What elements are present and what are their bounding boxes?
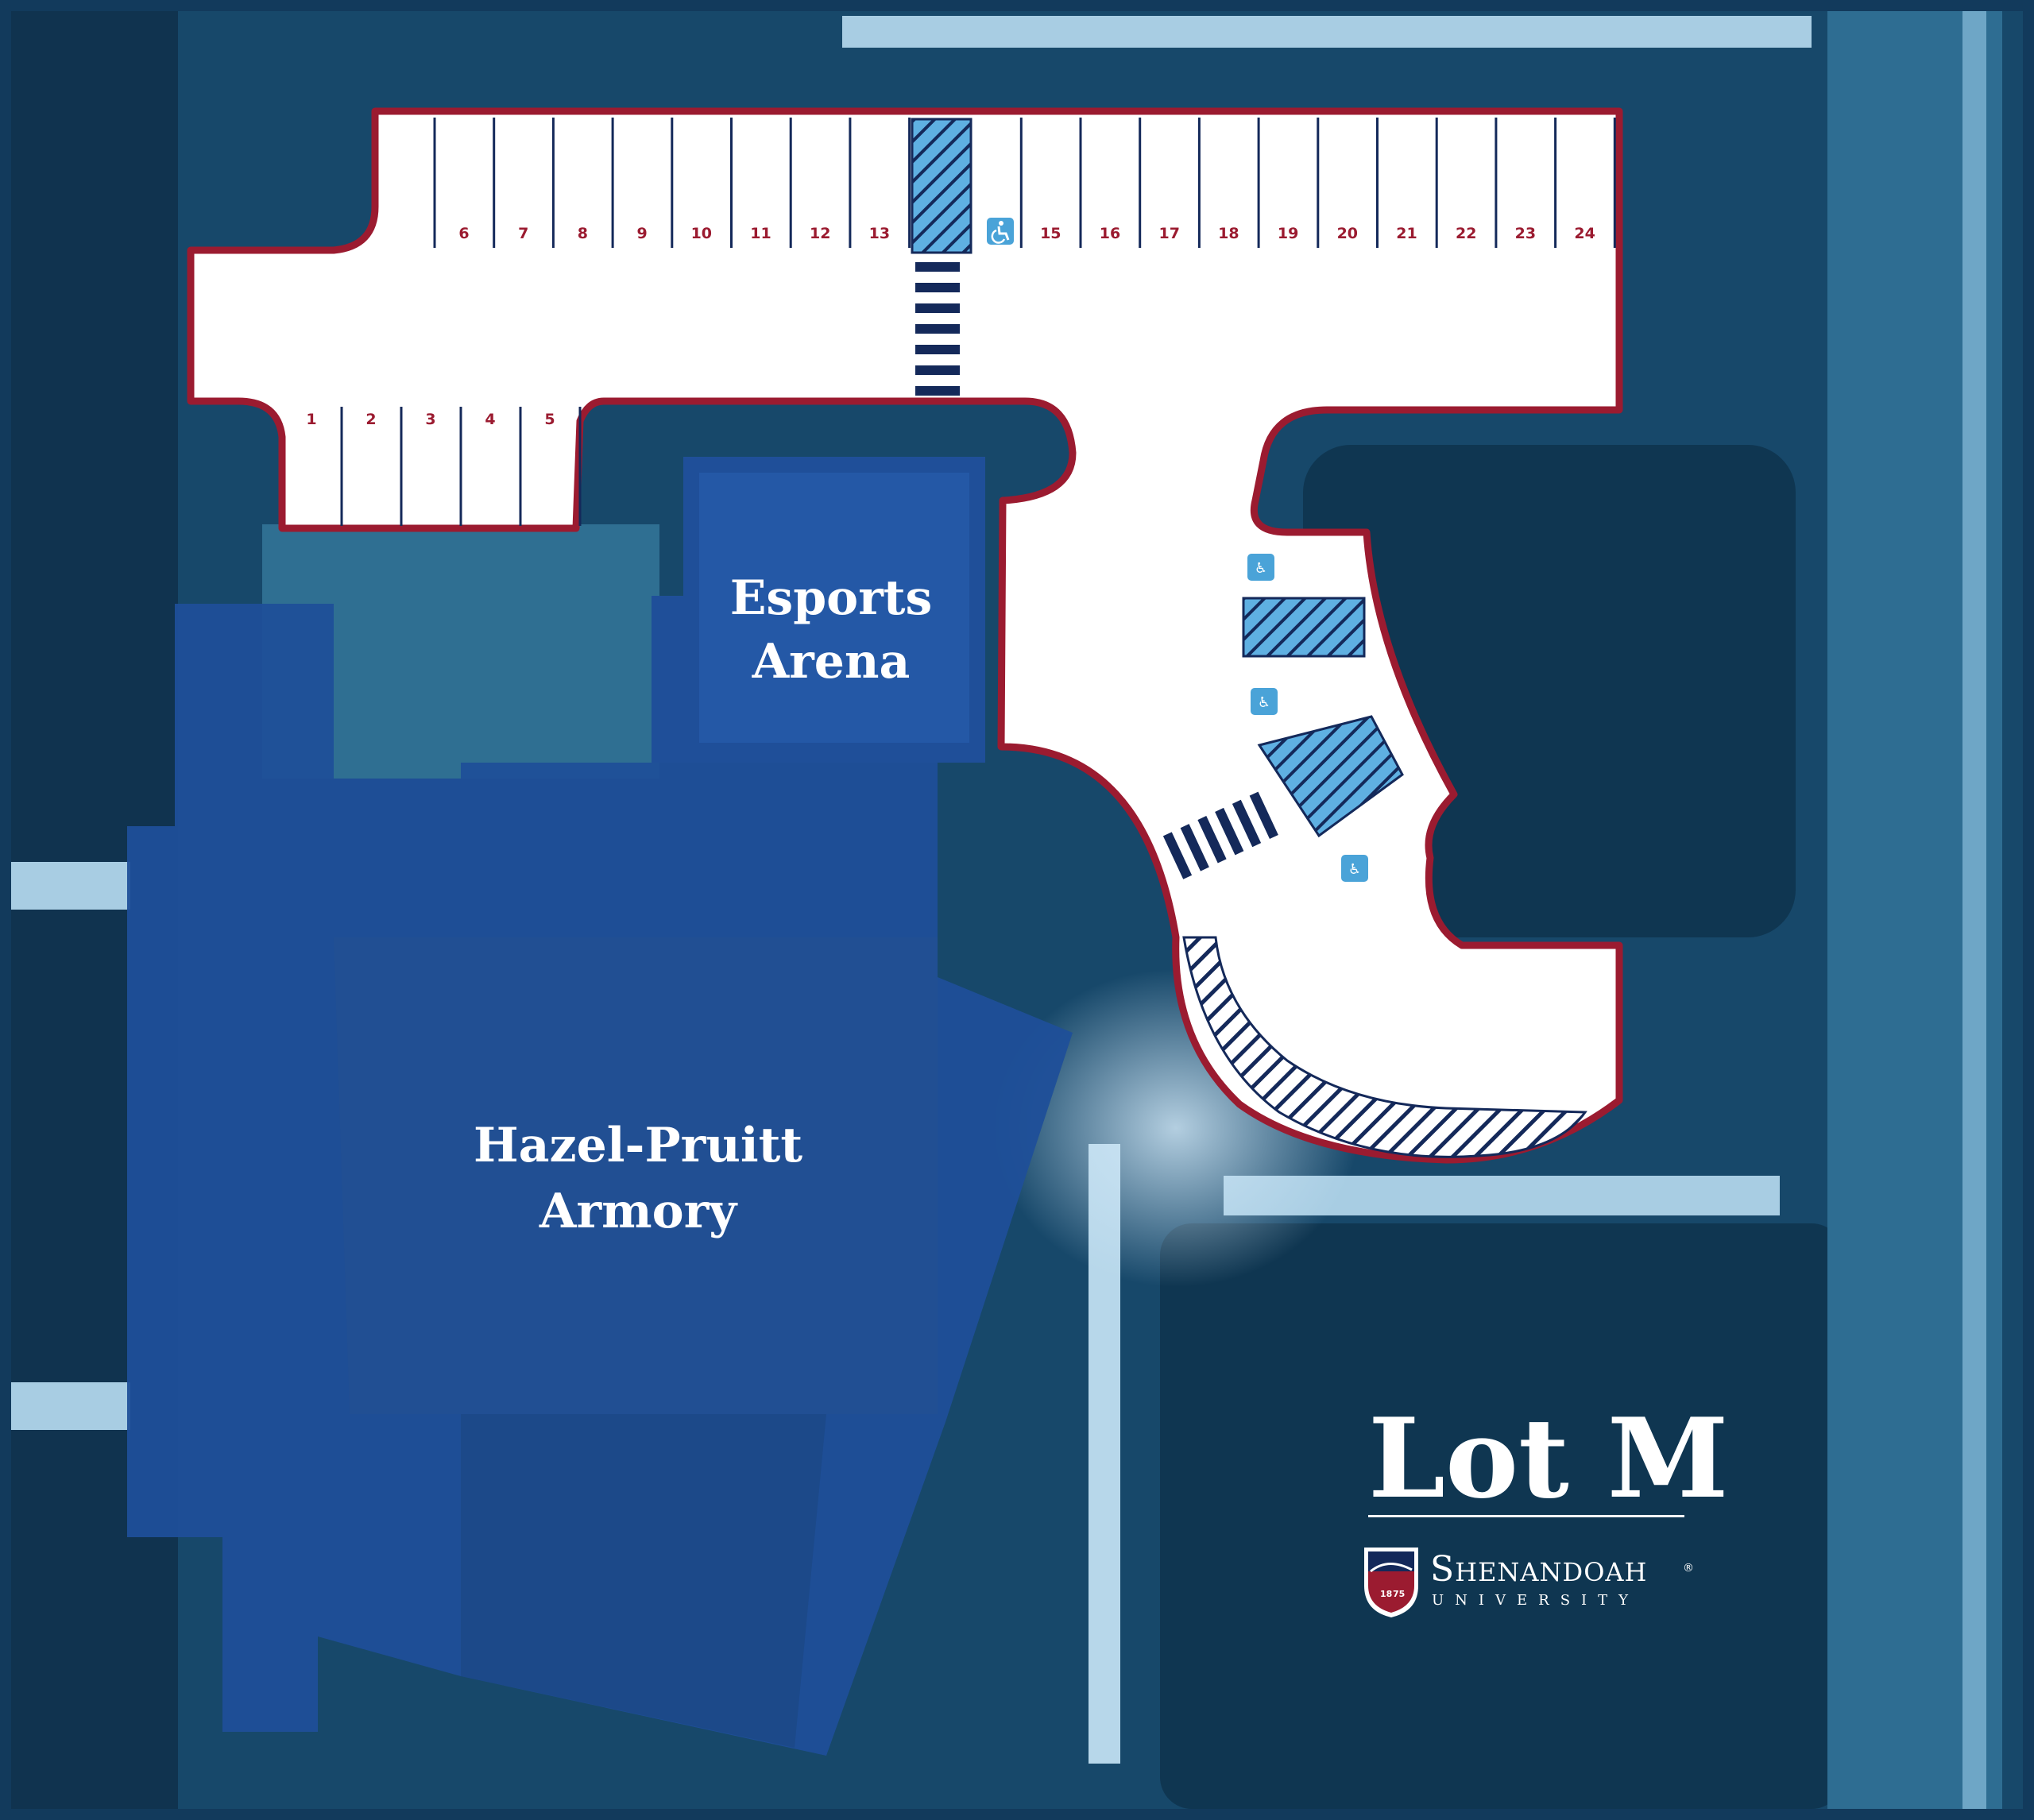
stall-number: 3 (425, 411, 435, 428)
no-parking-zone (1182, 936, 1587, 1158)
stall-number: 15 (1040, 225, 1061, 242)
stall-number: 24 (1574, 225, 1595, 242)
road-edge (1962, 11, 1986, 1809)
stall-number: 11 (750, 225, 771, 242)
stall-number: 8 (578, 225, 588, 242)
armory-label-line1: Hazel-Pruitt (474, 1118, 802, 1173)
stall-number: 2 (365, 411, 376, 428)
stall-number: 12 (810, 225, 830, 242)
armory-building (127, 604, 1073, 1756)
svg-text:♿: ♿ (1348, 861, 1361, 878)
title-divider (1368, 1515, 1684, 1517)
stall-number: 22 (1456, 225, 1476, 242)
stall-number: 10 (691, 225, 712, 242)
stall-number: 21 (1396, 225, 1417, 242)
stall-numbers: 678910111213141516171819202122232412345 (306, 225, 1595, 428)
van-accessible-icon: ♿ (1251, 688, 1278, 715)
stall-lines (340, 118, 1616, 526)
sidewalk (11, 1382, 130, 1430)
sidewalk (842, 16, 1812, 48)
stall-number: 23 (1515, 225, 1536, 242)
crosswalk (1162, 791, 1278, 879)
svg-text:♿: ♿ (1258, 694, 1270, 711)
parking-lot (187, 107, 1623, 1164)
accessible-stall (911, 118, 973, 254)
stall-number: 20 (1337, 225, 1358, 242)
stall-number: 6 (458, 225, 469, 242)
stall-number: 7 (518, 225, 528, 242)
seal-year-left: 18 (1380, 1589, 1392, 1599)
crosswalk (915, 262, 960, 396)
stall-number: 5 (544, 411, 555, 428)
brand-name: SHENANDOAH (1430, 1549, 1647, 1590)
accessible-icon (987, 218, 1014, 245)
stall-number: 19 (1278, 225, 1298, 242)
van-accessible-icon: ♿ (1247, 554, 1274, 581)
stall-number: 17 (1158, 225, 1179, 242)
accessible-stall (1242, 597, 1366, 658)
armory-label-line2: Armory (539, 1184, 738, 1239)
brand-registered: ® (1683, 1562, 1694, 1575)
stall-number: 1 (306, 411, 316, 428)
lot-title: Lot M (1368, 1393, 1729, 1523)
esports-label-line2: Arena (752, 634, 911, 690)
university-seal: 18 75 (1364, 1548, 1418, 1617)
stall-number: 13 (869, 225, 890, 242)
esports-label-line1: Esports (730, 570, 933, 626)
esports-building (652, 457, 985, 763)
sidewalk (11, 862, 130, 910)
accessible-stall (1257, 715, 1404, 838)
stall-number: 9 (636, 225, 647, 242)
stall-number: 16 (1100, 225, 1120, 242)
stall-number: 18 (1218, 225, 1239, 242)
svg-text:♿: ♿ (1255, 560, 1267, 577)
van-accessible-icon: ♿ (1341, 855, 1368, 882)
stall-number: 4 (485, 411, 495, 428)
seal-year-right: 75 (1393, 1589, 1405, 1599)
brand-subtitle: UNIVERSITY (1432, 1592, 1639, 1609)
